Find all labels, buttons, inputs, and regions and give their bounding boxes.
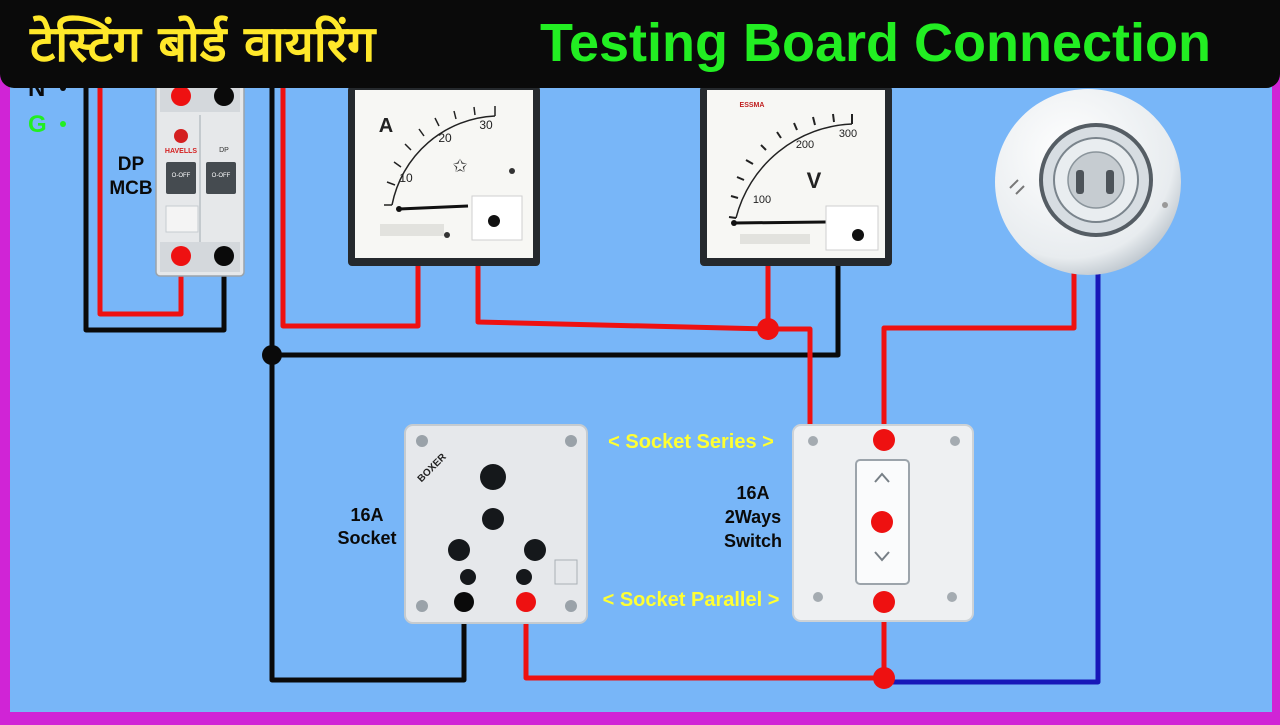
switch-screw-top-right [950, 436, 960, 446]
voltmeter-adjust-cover [825, 205, 879, 251]
mcb-toggle-right-label: O-OFF [212, 173, 231, 179]
switch-screw-bottom-left [813, 592, 823, 602]
switch-screw-top-left [808, 436, 818, 446]
havells-logo-icon [174, 129, 188, 143]
socket-rating-mark [554, 559, 578, 585]
mcb-label-line2: MCB [109, 178, 152, 199]
chevron-down-icon [874, 551, 890, 562]
voltmeter-tick-label-300: 300 [839, 128, 857, 140]
socket-16a: BOXER [404, 424, 588, 624]
mcb-terminal-top-left [171, 86, 191, 106]
voltmeter-needle-pivot [731, 220, 737, 226]
title-english: Testing Board Connection [540, 13, 1211, 73]
neutral-wire-mcb-loop [83, 83, 227, 333]
ammeter-tick-label-30: 30 [479, 118, 493, 132]
ammeter-needle-pivot [396, 206, 402, 212]
switch-terminal-common [871, 511, 893, 533]
switch-label-line3: Switch [724, 531, 782, 551]
socket-terminal-neutral [454, 592, 474, 612]
switch-terminal-bottom [873, 591, 895, 613]
mcb-label-line1: DP [118, 154, 145, 175]
mcb-terminal-bottom-left [171, 246, 191, 266]
phase-wire-socket-return [523, 599, 887, 681]
neutral-wire-main [269, 83, 467, 683]
ammeter-scale-arc [391, 115, 496, 206]
lamp-mark-2 [1015, 185, 1025, 195]
title-hindi: टेस्टिंग बोर्ड वायरिंग [30, 15, 376, 73]
socket-label-line2: Socket [337, 528, 396, 548]
switch-label-line2: 2Ways [725, 507, 781, 527]
ground-label: G [28, 111, 47, 138]
socket-hole-right-large [524, 539, 546, 561]
junction-dot-voltmeter [757, 318, 779, 340]
junction-dot-bottom [873, 667, 895, 689]
voltmeter-tick-label-200: 200 [796, 139, 814, 151]
switch-screw-bottom-right [947, 592, 957, 602]
return-wire-lamp [881, 265, 1101, 685]
socket-label-line1: 16A [350, 505, 383, 525]
switch-label-line1: 16A [736, 483, 769, 503]
voltmeter-scale-arc [735, 123, 853, 219]
voltmeter-adjust-knob[interactable] [852, 229, 864, 241]
star-logo-icon: ✩ [452, 156, 467, 176]
phase-wire-mcb-loop [97, 83, 184, 317]
two-way-switch [792, 424, 974, 622]
neutral-wire-voltmeter [269, 263, 841, 358]
title-bar: टेस्टिंग बोर्ड वायरिंग Testing Board Con… [0, 0, 1280, 88]
ground-dot [60, 121, 66, 127]
socket-hole-right-small [516, 569, 532, 585]
mcb-model-tag: DP [219, 147, 229, 154]
socket-screw-bottom-right [565, 600, 577, 612]
voltmeter: ESSMA 100 200 300 V [700, 86, 892, 266]
ammeter-needle [398, 204, 469, 211]
wires [83, 83, 1101, 685]
mcb-terminal-bottom-right [214, 246, 234, 266]
ammeter: A 10 20 30 ✩ [348, 86, 540, 266]
lamp-holder [995, 89, 1181, 275]
ammeter-screw-2 [444, 232, 450, 238]
ammeter-screw [509, 168, 515, 174]
socket-parallel-label: < Socket Parallel > [603, 589, 780, 611]
mcb-brand: HAVELLS [165, 148, 197, 155]
lamp-mark-1 [1009, 179, 1019, 189]
socket-hole-left-large [448, 539, 470, 561]
socket-screw-bottom-left [416, 600, 428, 612]
switch-terminal-top [873, 429, 895, 451]
mcb-rating-plate [165, 205, 199, 233]
socket-series-label: < Socket Series > [608, 431, 774, 453]
junction-dot-neutral [262, 345, 282, 365]
lamp-holder-screw [1162, 202, 1168, 208]
voltmeter-unit: V [807, 168, 822, 193]
voltmeter-needle [733, 220, 827, 225]
voltmeter-minor-ticks [728, 113, 853, 219]
ammeter-tick-label-10: 10 [399, 171, 413, 185]
ammeter-adjust-knob[interactable] [488, 215, 500, 227]
mcb-toggle-left[interactable] [166, 162, 196, 194]
mcb-toggle-right[interactable] [206, 162, 236, 194]
ammeter-spec-text [380, 224, 444, 236]
voltmeter-spec-text [740, 234, 810, 244]
socket-screw-top-right [565, 435, 577, 447]
ammeter-unit: A [379, 115, 393, 137]
socket-hole-top [482, 508, 504, 530]
socket-screw-top-left [416, 435, 428, 447]
socket-terminal-phase [516, 592, 536, 612]
chevron-up-icon [874, 472, 890, 483]
socket-hole-left-small [460, 569, 476, 585]
mcb-toggle-left-label: O-OFF [172, 173, 191, 179]
lamp-pin-left [1076, 170, 1084, 194]
mcb-terminal-top-right [214, 86, 234, 106]
phase-wire-lamp [881, 265, 1077, 443]
lamp-pin-right [1106, 170, 1114, 194]
voltmeter-brand: ESSMA [740, 102, 765, 109]
phase-wire-ammeter-in [280, 83, 421, 329]
voltmeter-tick-label-100: 100 [753, 194, 771, 206]
ammeter-tick-label-20: 20 [438, 131, 452, 145]
ammeter-minor-ticks [384, 106, 496, 206]
socket-hole-earth [480, 464, 506, 490]
dp-mcb: HAVELLS DP O-OFF O-OFF [155, 79, 245, 277]
